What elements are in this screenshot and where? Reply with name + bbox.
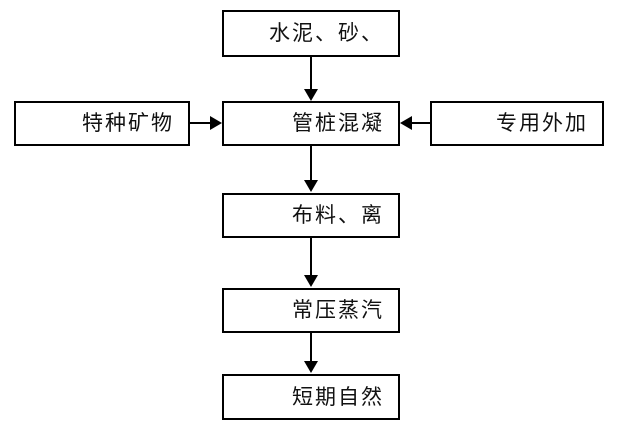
arrowhead-concrete-to-distribute (304, 180, 318, 192)
arrowhead-materials-to-concrete (304, 89, 318, 101)
node-label-materials: 水泥、砂、 (269, 21, 384, 45)
node-concrete[interactable]: 管桩混凝 (222, 101, 400, 146)
edge-distribute-to-steam (310, 238, 312, 276)
node-materials[interactable]: 水泥、砂、 (222, 10, 400, 57)
node-label-concrete: 管桩混凝 (292, 111, 384, 135)
arrowhead-mineral-to-concrete (210, 116, 222, 130)
edge-mineral-to-concrete (190, 122, 214, 124)
node-label-admixture: 专用外加 (496, 111, 588, 135)
node-label-curing: 短期自然 (292, 384, 384, 409)
node-label-distribute: 布料、离 (292, 203, 384, 227)
arrowhead-admixture-to-concrete (400, 116, 412, 130)
edge-steam-to-curing (310, 333, 312, 362)
node-admixture[interactable]: 专用外加 (430, 101, 604, 146)
node-label-mineral: 特种矿物 (82, 111, 174, 135)
node-curing[interactable]: 短期自然 (222, 374, 400, 420)
node-mineral[interactable]: 特种矿物 (14, 101, 190, 146)
node-steam[interactable]: 常压蒸汽 (222, 288, 400, 333)
arrowhead-distribute-to-steam (304, 275, 318, 287)
arrowhead-steam-to-curing (304, 361, 318, 373)
edge-admixture-to-concrete (408, 122, 432, 124)
node-distribute[interactable]: 布料、离 (222, 193, 400, 238)
edge-concrete-to-distribute (310, 146, 312, 181)
node-label-steam: 常压蒸汽 (292, 298, 384, 322)
edge-materials-to-concrete (310, 57, 312, 91)
